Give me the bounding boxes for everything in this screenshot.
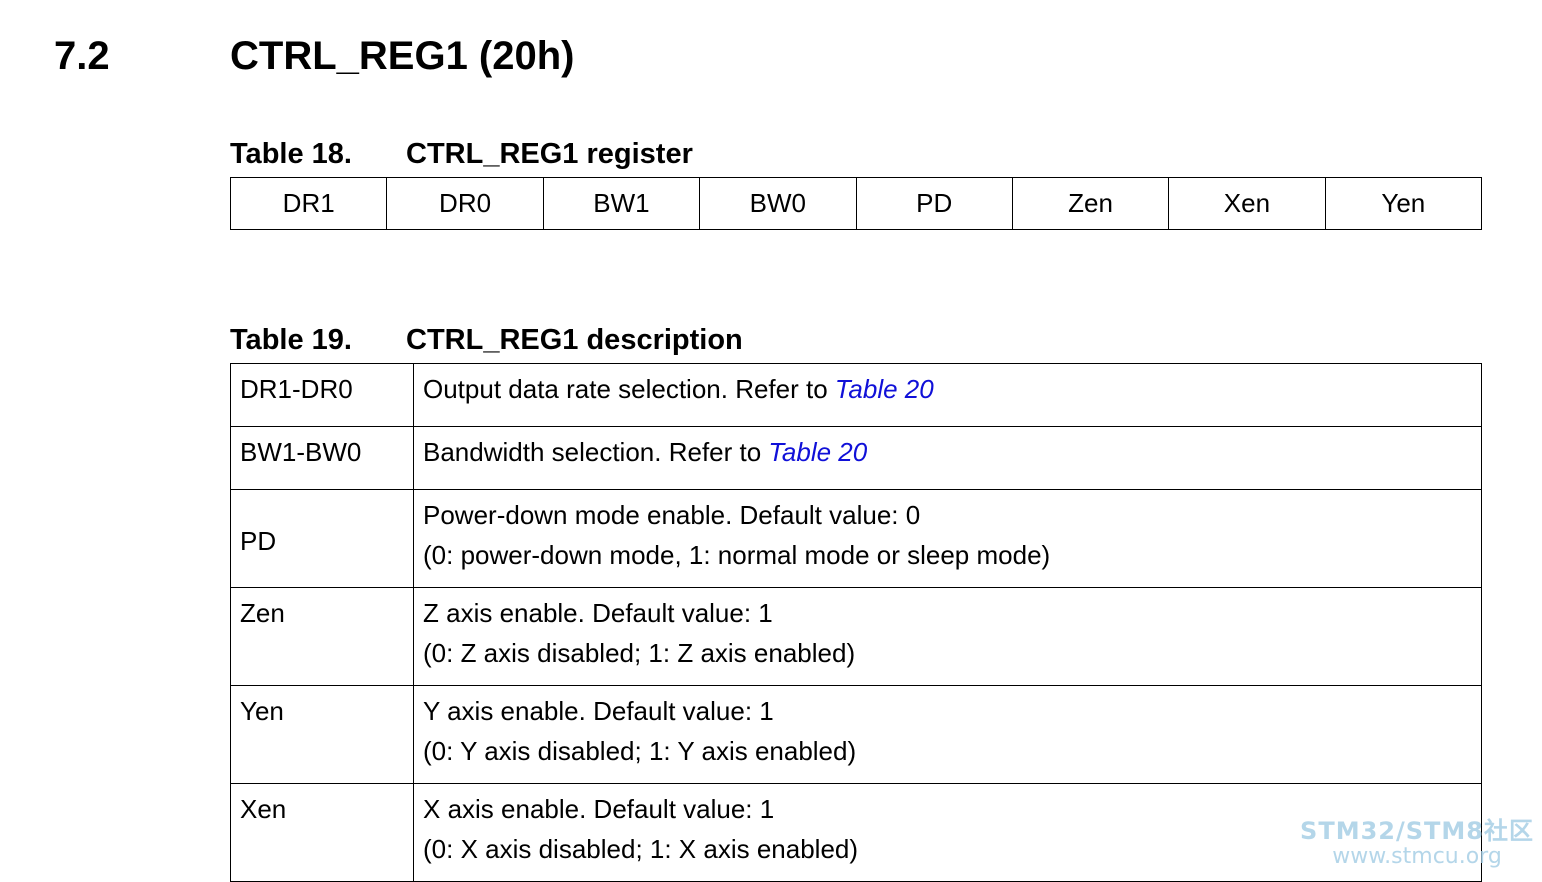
watermark-url: www.stmcu.org: [1332, 844, 1502, 869]
description-text: Output data rate selection. Refer to: [423, 374, 835, 404]
field-name-cell: DR1-DR0: [230, 363, 414, 427]
field-name-cell: PD: [230, 489, 414, 588]
section-number: 7.2: [54, 34, 110, 78]
description-text: Z axis enable. Default value: 1: [423, 598, 773, 628]
field-description-cell: Output data rate selection. Refer to Tab…: [413, 363, 1482, 427]
section-title: CTRL_REG1 (20h): [230, 34, 575, 78]
bit-cell: Xen: [1168, 177, 1326, 230]
field-name-cell: BW1-BW0: [230, 426, 414, 490]
site-watermark: STM32/STM8社区 www.stmcu.org: [1300, 818, 1534, 870]
register-description-table: DR1-DR0 Output data rate selection. Refe…: [230, 363, 1482, 882]
table-row: Zen Z axis enable. Default value: 1 (0: …: [230, 587, 1482, 686]
table-19-caption: Table 19. CTRL_REG1 description: [230, 322, 743, 358]
field-name-cell: Yen: [230, 685, 414, 784]
description-detail: (0: Y axis disabled; 1: Y axis enabled): [423, 736, 857, 766]
description-text: Bandwidth selection. Refer to: [423, 437, 769, 467]
field-name-cell: Zen: [230, 587, 414, 686]
table-18-title: CTRL_REG1 register: [406, 138, 693, 170]
field-description-cell: Bandwidth selection. Refer to Table 20: [413, 426, 1482, 490]
table-18-caption: Table 18. CTRL_REG1 register: [230, 136, 693, 172]
table-19-number: Table 19.: [230, 324, 352, 356]
table-row: PD Power-down mode enable. Default value…: [230, 489, 1482, 588]
table-row: Yen Y axis enable. Default value: 1 (0: …: [230, 685, 1482, 784]
table-20-link[interactable]: Table 20: [768, 437, 868, 467]
section-heading: 7.2 CTRL_REG1 (20h): [0, 30, 1542, 82]
table-20-link[interactable]: Table 20: [834, 374, 934, 404]
field-description-cell: Y axis enable. Default value: 1 (0: Y ax…: [413, 685, 1482, 784]
table-row: Xen X axis enable. Default value: 1 (0: …: [230, 783, 1482, 882]
bit-cell: Yen: [1324, 177, 1483, 230]
bit-cell: BW0: [699, 177, 857, 230]
description-detail: (0: Z axis disabled; 1: Z axis enabled): [423, 638, 856, 668]
field-description-cell: X axis enable. Default value: 1 (0: X ax…: [413, 783, 1482, 882]
bit-cell: Zen: [1011, 177, 1170, 230]
register-bit-table: DR1 DR0 BW1 BW0 PD Zen Xen Yen: [229, 177, 1483, 230]
field-description-cell: Z axis enable. Default value: 1 (0: Z ax…: [413, 587, 1482, 686]
description-text: X axis enable. Default value: 1: [423, 794, 775, 824]
register-bit-row: DR1 DR0 BW1 BW0 PD Zen Xen Yen: [229, 177, 1483, 230]
table-row: BW1-BW0 Bandwidth selection. Refer to Ta…: [230, 426, 1482, 490]
description-detail: (0: power-down mode, 1: normal mode or s…: [423, 540, 1051, 570]
bit-cell: BW1: [542, 177, 701, 230]
bit-cell: DR0: [386, 177, 544, 230]
field-description-cell: Power-down mode enable. Default value: 0…: [413, 489, 1482, 588]
table-row: DR1-DR0 Output data rate selection. Refe…: [230, 363, 1482, 427]
table-18-number: Table 18.: [230, 138, 352, 170]
field-name-cell: Xen: [230, 783, 414, 882]
table-19-title: CTRL_REG1 description: [406, 324, 743, 356]
bit-cell: DR1: [229, 177, 388, 230]
bit-cell: PD: [855, 177, 1013, 230]
description-text: Y axis enable. Default value: 1: [423, 696, 774, 726]
watermark-title: STM32/STM8社区: [1300, 817, 1534, 845]
description-text: Power-down mode enable. Default value: 0: [423, 500, 921, 530]
description-detail: (0: X axis disabled; 1: X axis enabled): [423, 834, 859, 864]
